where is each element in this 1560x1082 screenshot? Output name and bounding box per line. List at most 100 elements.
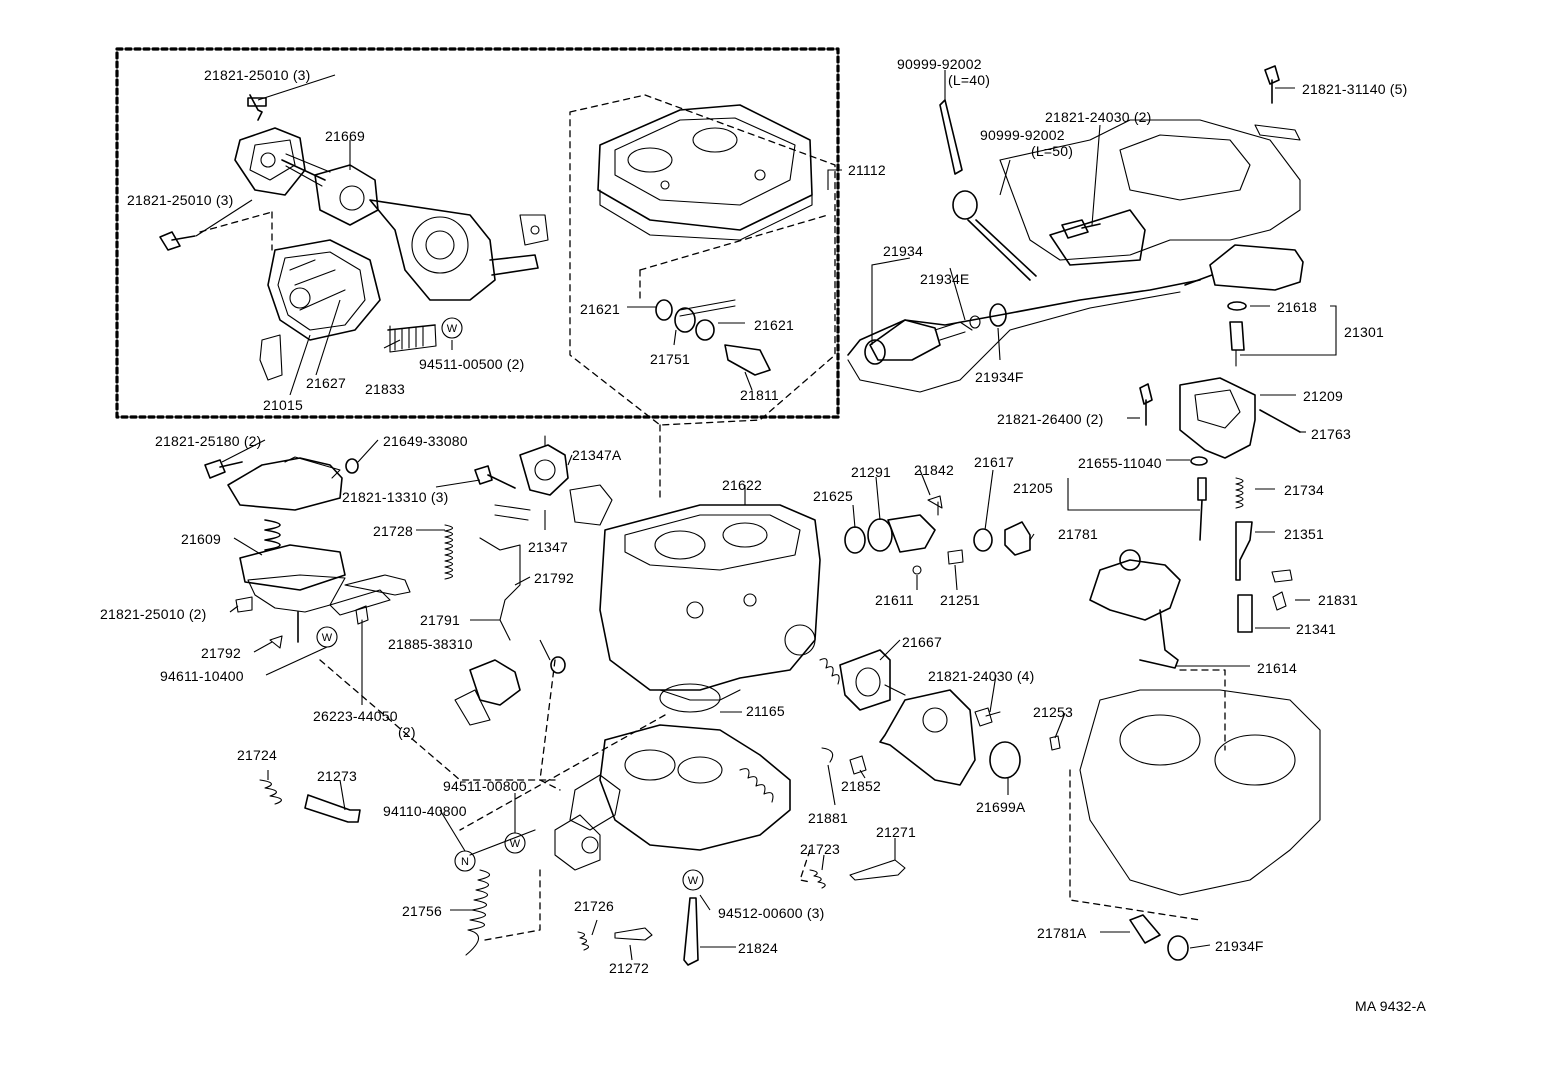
tube-hoses — [939, 99, 1037, 281]
part-label-21934: 21934 — [883, 243, 923, 259]
part-label-21792: 21792 — [534, 570, 574, 586]
lever — [344, 574, 411, 596]
choke-housing-assembly — [234, 127, 549, 381]
part-label-94611-10400: 94611-10400 — [160, 668, 244, 684]
part-label-21622: 21622 — [722, 477, 762, 493]
leader-lines — [195, 70, 1337, 961]
part-label-21821-13310: 21821-13310 (3) — [342, 489, 449, 505]
check-valve — [947, 549, 964, 565]
jet — [1237, 594, 1253, 633]
cover-plate — [887, 514, 936, 553]
part-label-94511-00800: 94511-00800 — [443, 778, 527, 794]
part-label-21821-25180: 21821-25180 (2) — [155, 433, 262, 449]
svg-text:W: W — [688, 875, 699, 887]
part-label-21625: 21625 — [813, 488, 853, 504]
throttle-body-bracket — [879, 689, 976, 786]
part-label-26223-44050: 26223-44050 — [313, 708, 398, 724]
part-label-21649-33080: 21649-33080 — [383, 433, 468, 449]
part-label-21723: 21723 — [800, 841, 840, 857]
screw-icon — [474, 465, 516, 489]
part-label-21273: 21273 — [317, 768, 357, 784]
throttle-positioner — [454, 659, 521, 726]
spring — [1235, 477, 1244, 509]
screw-icon — [927, 495, 943, 516]
air-horn-group-frame — [569, 94, 836, 426]
part-label-90999-92002: 90999-92002 — [980, 127, 1065, 143]
link-rod — [479, 537, 521, 621]
part-label-21209: 21209 — [1303, 388, 1343, 404]
piston-cup — [867, 518, 893, 552]
screw-icon — [159, 231, 196, 251]
screw-icon — [1264, 65, 1280, 104]
part-label-21724: 21724 — [237, 747, 277, 763]
part-label-21824: 21824 — [738, 940, 778, 956]
needle-valve-parts — [655, 299, 771, 376]
spring — [259, 779, 282, 805]
screw-icon — [355, 605, 369, 641]
washer-w-symbol: W — [682, 869, 704, 891]
part-label-94512-00600: 94512-00600 (3) — [718, 905, 825, 921]
part-label-21611: 21611 — [875, 592, 914, 608]
part-label-21112: 21112 — [848, 162, 886, 178]
spring — [444, 524, 454, 580]
diagram-reference-code: MA 9432-A — [1355, 998, 1427, 1014]
part-label-21618: 21618 — [1277, 299, 1317, 315]
part-label-21821-25010: 21821-25010 (3) — [127, 192, 234, 208]
part-label-21821-31140: 21821-31140 (5) — [1302, 81, 1408, 97]
part-label-21751: 21751 — [650, 351, 690, 367]
part-label-21669: 21669 — [325, 128, 365, 144]
svg-text:W: W — [510, 838, 521, 850]
screw-icon — [1061, 219, 1101, 239]
o-ring — [1190, 456, 1208, 466]
part-label-21781: 21781 — [1058, 526, 1098, 542]
gasket — [844, 526, 866, 554]
throttle-body — [554, 724, 791, 871]
part-label-94511-00500: 94511-00500 (2) — [419, 356, 525, 372]
part-label-21831: 21831 — [1318, 592, 1358, 608]
washer-w-symbol: W — [504, 832, 526, 854]
spring — [809, 869, 826, 889]
part-label-21881: 21881 — [808, 810, 848, 826]
part-label-21015: 21015 — [263, 397, 303, 413]
screw-icon — [1139, 383, 1153, 426]
part-label-21734: 21734 — [1284, 482, 1324, 498]
part-label-21699A: 21699A — [976, 799, 1026, 815]
diaphragm-assembly — [239, 544, 346, 643]
part-label-21852: 21852 — [841, 778, 881, 794]
gasket — [345, 458, 359, 474]
choke-group-frame — [115, 47, 840, 419]
screw — [849, 859, 906, 881]
part-label-21934E: 21934E — [920, 271, 970, 287]
part-label-length: (L=50) — [1031, 143, 1074, 159]
part-label-21811: 21811 — [740, 387, 779, 403]
part-label-21609: 21609 — [181, 531, 221, 547]
carb-main-body — [599, 504, 821, 713]
gasket — [1167, 935, 1189, 961]
part-label-21627: 21627 — [306, 375, 346, 391]
washer-w-symbol: W — [316, 626, 338, 648]
part-label-94110-40800: 94110-40800 — [383, 803, 467, 819]
part-label-21821-26400: 21821-26400 (2) — [997, 411, 1104, 427]
clip — [269, 635, 283, 649]
part-label-21821-24030: 21821-24030 (2) — [1045, 109, 1152, 125]
part-label-21934F: 21934F — [975, 369, 1024, 385]
svg-text:W: W — [322, 632, 333, 644]
part-label-21341: 21341 — [1296, 621, 1336, 637]
gasket — [550, 656, 566, 674]
gasket — [973, 528, 993, 552]
bolt — [683, 897, 699, 966]
part-label-21655-11040: 21655-11040 — [1078, 455, 1162, 471]
screw-icon — [235, 596, 253, 613]
rod — [329, 589, 391, 616]
part-label-21728: 21728 — [373, 523, 413, 539]
part-label-21756: 21756 — [402, 903, 442, 919]
screw-icon — [247, 94, 267, 121]
part-label-21347A: 21347A — [572, 447, 622, 463]
svg-text:W: W — [447, 323, 458, 335]
part-label-90999-92002: 90999-92002 — [897, 56, 982, 72]
part-label-21291: 21291 — [851, 464, 891, 480]
metering-rod — [1197, 477, 1207, 541]
screw-icon — [1049, 735, 1061, 751]
screw-icon — [1271, 569, 1293, 611]
